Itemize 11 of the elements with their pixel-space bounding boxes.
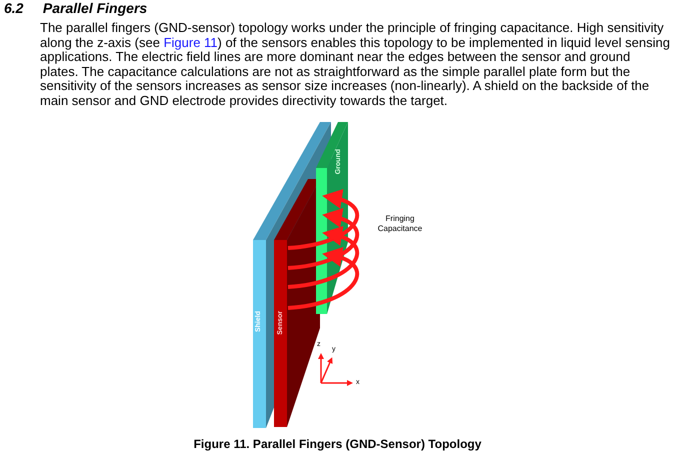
shield-plate <box>253 240 266 428</box>
section-heading: 6.2 Parallel Fingers <box>4 0 148 16</box>
field-line-arrow <box>288 190 359 250</box>
figure-caption: Figure 11. Parallel Fingers (GND-Sensor) Topology <box>192 437 482 451</box>
body-paragraph: The parallel fingers (GND-sensor) topology works under the principle of fringing capacitance. High sensitivity along the z-axis (see Figure 11) of the sensors enables this topology to be implemented in liquid level sensing applications. The electric field lines are more dominant near the edges between the sensor and ground plates. The capacitance calculations are not as straightforward as the simple parallel plate form but the sensitivity of the sensors increases as sensor size increases (non-linearly). A shield on the backside of the main sensor and GND electrode provides directivity towards the target. <box>40 21 671 109</box>
figure-link: Figure 11 <box>164 34 218 50</box>
field-line-arrow <box>288 227 359 289</box>
annotation-text: Fringing Capacitance <box>376 214 424 234</box>
field-line-arrow <box>288 209 359 270</box>
field-line-arrow <box>288 248 359 310</box>
sensor-plate <box>274 240 287 427</box>
